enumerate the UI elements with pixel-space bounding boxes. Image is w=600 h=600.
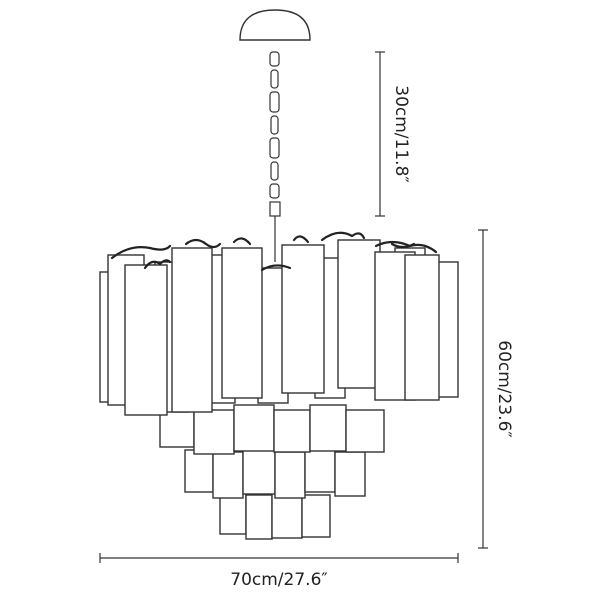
label-chain-height: 30cm/11.8″ — [391, 85, 411, 182]
metal-frame-hooks — [110, 231, 438, 272]
label-width: 70cm/27.6″ — [230, 570, 327, 590]
hanging-chain — [269, 51, 281, 262]
ceiling-canopy — [239, 9, 311, 41]
dimension-width — [99, 553, 459, 563]
dimension-chain-height — [375, 51, 385, 217]
tier-bottom — [219, 491, 331, 540]
tier-top-front — [107, 239, 440, 416]
label-body-height: 60cm/23.6″ — [494, 340, 514, 437]
dimension-body-height — [478, 229, 488, 549]
tier-third — [184, 449, 366, 499]
